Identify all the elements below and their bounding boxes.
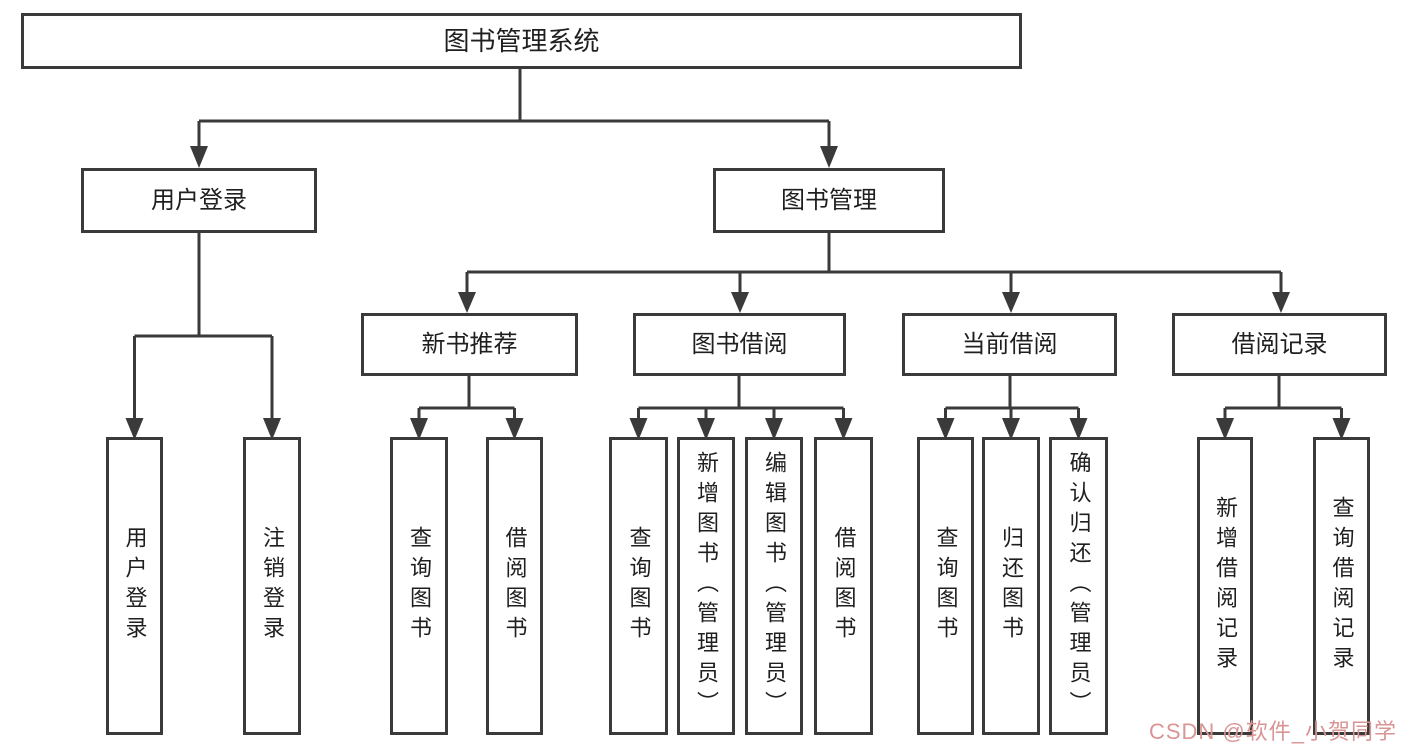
node-label: 查询借阅记录 bbox=[1329, 496, 1355, 676]
arrowhead bbox=[765, 418, 783, 440]
leaf-user-login: 用户登录 bbox=[106, 437, 163, 735]
node-label: 图书借阅 bbox=[691, 330, 788, 358]
node-label: 查询图书 bbox=[407, 526, 432, 646]
node-label: 注销登录 bbox=[260, 526, 285, 646]
node-label: 查询图书 bbox=[933, 526, 959, 646]
node-label: 新书推荐 bbox=[421, 330, 518, 358]
leaf-current-return-books: 归还图书 bbox=[982, 437, 1040, 735]
node-label: 确认归还（管理员） bbox=[1066, 451, 1092, 721]
leaf-newrec-query-books: 查询图书 bbox=[390, 437, 448, 735]
leaf-records-query-record: 查询借阅记录 bbox=[1313, 437, 1370, 735]
node-library-management-system: 图书管理系统 bbox=[21, 13, 1022, 69]
arrowhead bbox=[1272, 292, 1290, 313]
node-label: 借阅图书 bbox=[502, 526, 528, 646]
node-new-book-recommend: 新书推荐 bbox=[361, 313, 578, 376]
arrowhead bbox=[731, 292, 749, 313]
arrowhead bbox=[1069, 418, 1088, 440]
leaf-current-confirm-return-admin: 确认归还（管理员） bbox=[1049, 437, 1108, 735]
node-book-borrow: 图书借阅 bbox=[633, 313, 846, 376]
arrowhead bbox=[1002, 418, 1020, 440]
leaf-records-add-record: 新增借阅记录 bbox=[1197, 437, 1253, 735]
node-current-borrow: 当前借阅 bbox=[902, 313, 1117, 376]
leaf-borrow-edit-books-admin: 编辑图书（管理员） bbox=[745, 437, 803, 735]
node-label: 借阅图书 bbox=[831, 526, 857, 646]
node-label: 编辑图书（管理员） bbox=[762, 451, 787, 721]
arrowhead bbox=[820, 146, 838, 168]
leaf-newrec-borrow-books: 借阅图书 bbox=[486, 437, 543, 735]
arrowhead bbox=[125, 418, 144, 440]
arrowhead bbox=[936, 418, 955, 440]
node-book-management: 图书管理 bbox=[713, 168, 945, 233]
leaf-borrow-borrow-books: 借阅图书 bbox=[814, 437, 873, 735]
node-label: 用户登录 bbox=[151, 186, 247, 214]
leaf-borrow-add-books-admin: 新增图书（管理员） bbox=[677, 437, 735, 735]
arrowhead bbox=[505, 418, 524, 440]
node-label: 借阅记录 bbox=[1231, 330, 1328, 358]
arrowhead bbox=[263, 418, 281, 440]
arrowhead bbox=[1332, 418, 1351, 440]
leaf-current-query-books: 查询图书 bbox=[917, 437, 974, 735]
arrowhead bbox=[458, 292, 476, 313]
leaf-logout-login: 注销登录 bbox=[243, 437, 301, 735]
leaf-borrow-query-books: 查询图书 bbox=[609, 437, 668, 735]
arrowhead bbox=[697, 418, 715, 440]
node-label: 归还图书 bbox=[999, 526, 1024, 646]
csdn-watermark: CSDN @软件_小贺同学 bbox=[1148, 719, 1397, 744]
node-label: 查询图书 bbox=[626, 526, 652, 646]
arrowhead bbox=[190, 146, 208, 168]
node-label: 用户登录 bbox=[122, 526, 148, 646]
arrowhead bbox=[410, 418, 428, 440]
node-label: 新增图书（管理员） bbox=[694, 451, 719, 721]
node-borrow-records: 借阅记录 bbox=[1172, 313, 1387, 376]
node-label: 当前借阅 bbox=[961, 330, 1058, 358]
arrowhead bbox=[1216, 418, 1234, 440]
node-label: 图书管理 bbox=[781, 186, 877, 214]
arrowhead bbox=[834, 418, 853, 440]
node-user-login: 用户登录 bbox=[81, 168, 317, 233]
node-label: 新增借阅记录 bbox=[1213, 496, 1238, 676]
arrowhead bbox=[629, 418, 648, 440]
node-label: 图书管理系统 bbox=[443, 26, 600, 56]
arrowhead bbox=[1002, 292, 1020, 313]
